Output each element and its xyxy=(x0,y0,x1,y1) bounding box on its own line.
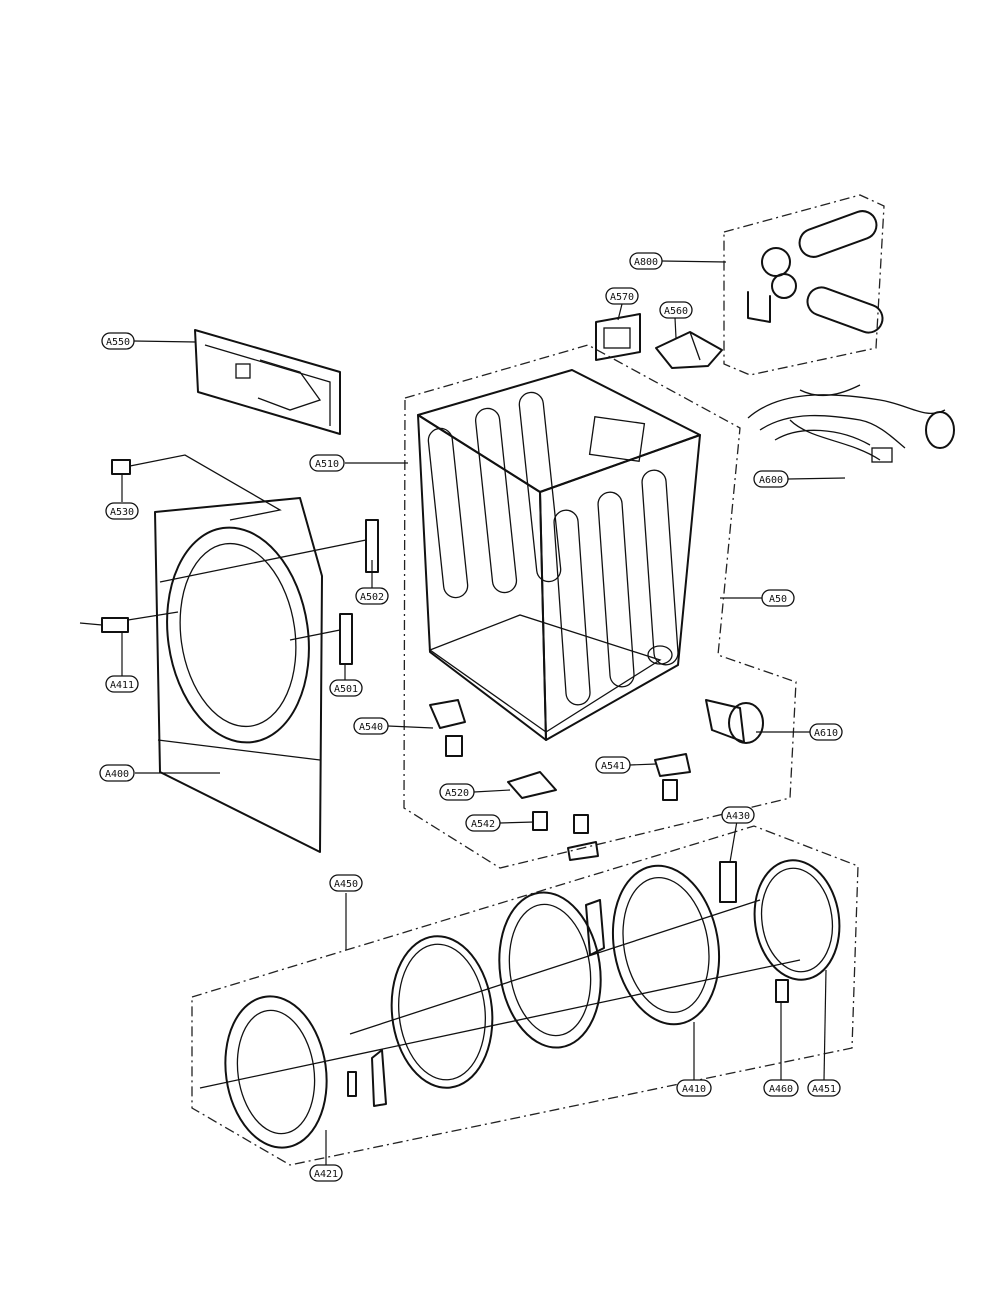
callout-A400[interactable]: A400 xyxy=(99,764,135,782)
hose-assembly xyxy=(747,210,884,334)
callout-label: A800 xyxy=(634,257,658,268)
cover-small-parts xyxy=(79,454,379,665)
callout-label: A421 xyxy=(314,1169,338,1180)
leg-assemblies xyxy=(429,699,691,861)
callout-label: A542 xyxy=(471,819,495,830)
callout-label: A451 xyxy=(812,1084,836,1095)
callout-A520[interactable]: A520 xyxy=(439,783,475,801)
callout-A502[interactable]: A502 xyxy=(355,587,389,605)
duct-part xyxy=(655,331,723,369)
callout-A542[interactable]: A542 xyxy=(465,814,501,832)
callout-label: A502 xyxy=(360,592,384,603)
cabinet-group-boundary xyxy=(403,344,797,869)
callout-A610[interactable]: A610 xyxy=(809,723,843,741)
top-bracket xyxy=(595,313,641,361)
wire-harness xyxy=(747,384,955,463)
callout-A450[interactable]: A450 xyxy=(329,874,363,892)
callout-A600[interactable]: A600 xyxy=(753,470,789,488)
callout-label: A550 xyxy=(106,337,130,348)
callout-label: A560 xyxy=(664,306,688,317)
hose-group-boundary xyxy=(723,194,885,376)
callout-label: A510 xyxy=(315,459,339,470)
callout-A540[interactable]: A540 xyxy=(353,717,389,735)
callout-A50[interactable]: A50 xyxy=(761,589,795,607)
cabinet-frame xyxy=(417,369,701,741)
callout-label: A570 xyxy=(610,292,634,303)
callout-label: A460 xyxy=(769,1084,793,1095)
callout-A501[interactable]: A501 xyxy=(329,679,363,697)
front-cover xyxy=(154,497,323,853)
callout-label: A50 xyxy=(769,594,787,605)
callout-A800[interactable]: A800 xyxy=(629,252,663,270)
door-group-boundary xyxy=(191,825,859,1166)
callout-A460[interactable]: A460 xyxy=(763,1079,799,1097)
callout-label: A541 xyxy=(601,761,625,772)
callout-A430[interactable]: A430 xyxy=(721,806,755,824)
callout-label: A540 xyxy=(359,722,383,733)
callout-label: A400 xyxy=(105,769,129,780)
callout-A411[interactable]: A411 xyxy=(105,675,139,693)
callout-label: A520 xyxy=(445,788,469,799)
callout-label: A411 xyxy=(110,680,134,691)
exhaust-tube xyxy=(705,699,764,744)
callout-A421[interactable]: A421 xyxy=(309,1164,343,1182)
callout-A530[interactable]: A530 xyxy=(105,502,139,520)
callout-A410[interactable]: A410 xyxy=(676,1079,712,1097)
callout-label: A450 xyxy=(334,879,358,890)
callout-label: A430 xyxy=(726,811,750,822)
front-panel xyxy=(194,329,341,435)
callout-A550[interactable]: A550 xyxy=(101,332,135,350)
callout-label: A610 xyxy=(814,728,838,739)
callout-A570[interactable]: A570 xyxy=(605,287,639,305)
callout-A451[interactable]: A451 xyxy=(807,1079,841,1097)
leader-lines xyxy=(121,260,846,1165)
callout-label: A530 xyxy=(110,507,134,518)
callout-A541[interactable]: A541 xyxy=(595,756,631,774)
callout-label: A501 xyxy=(334,684,358,695)
callout-A560[interactable]: A560 xyxy=(659,301,693,319)
callout-label: A600 xyxy=(759,475,783,486)
door-assembly xyxy=(199,859,841,1149)
callout-A510[interactable]: A510 xyxy=(309,454,345,472)
callout-label: A410 xyxy=(682,1084,706,1095)
